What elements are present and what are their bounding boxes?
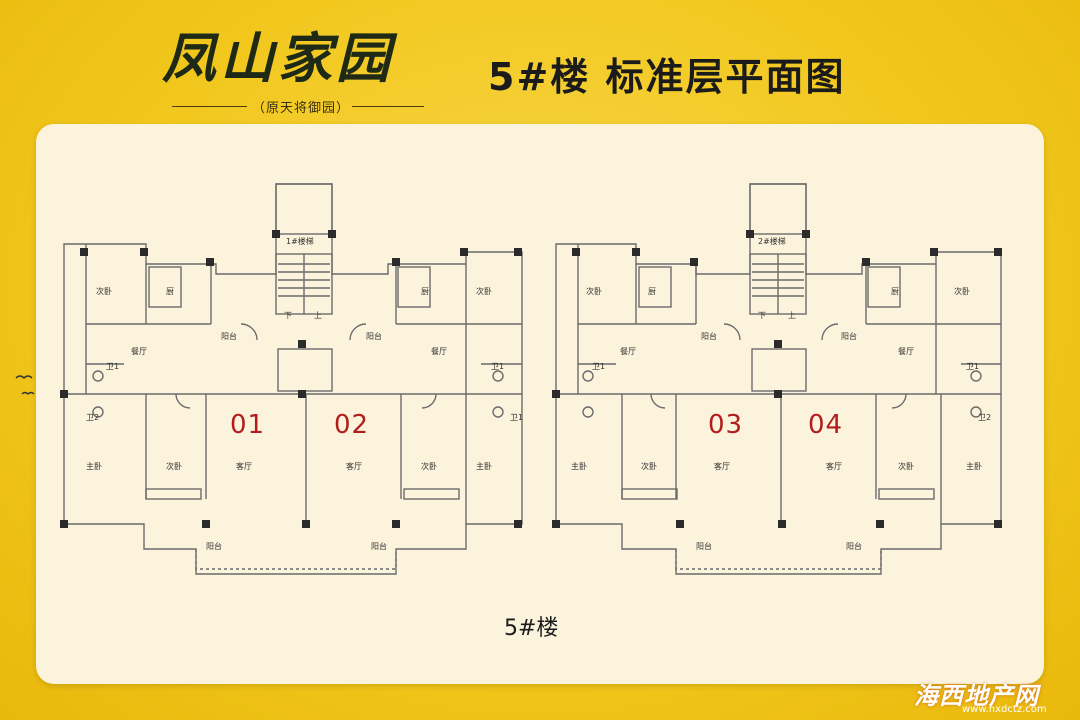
room-label-wc: 卫1: [966, 362, 979, 371]
room-label-dining: 餐厅: [620, 347, 636, 356]
logo-line-left: [172, 106, 247, 107]
room-label-living: 客厅: [346, 461, 362, 471]
room-label-master: 主卧: [86, 461, 102, 471]
room-label-balcony: 阳台: [846, 541, 862, 551]
room-label-master: 主卧: [966, 461, 982, 471]
logo-line-right: [352, 106, 424, 107]
room-label-stair: 1#楼梯: [286, 236, 314, 246]
floor-plan-panel: 次卧 厨 餐厅 主卧 次卧 客厅 阳台 阳台 卫1 卫2 1#楼梯 下 上 阳台…: [36, 124, 1044, 684]
room-label-balcony: 阳台: [206, 541, 222, 551]
room-label-up: 上: [788, 311, 796, 320]
room-label-up: 上: [314, 311, 322, 320]
floor-plan-drawing: 次卧 厨 餐厅 主卧 次卧 客厅 阳台 阳台 卫1 卫2 1#楼梯 下 上 阳台…: [60, 183, 1002, 575]
room-label-kitchen: 厨: [166, 287, 174, 296]
room-label-second-bedroom: 次卧: [421, 461, 437, 471]
unit-label-03: 03: [708, 410, 744, 440]
room-label-second-bedroom: 次卧: [166, 461, 182, 471]
room-label-second-bedroom: 次卧: [641, 461, 657, 471]
room-label-dining: 餐厅: [131, 347, 147, 356]
room-label-balcony: 阳台: [696, 541, 712, 551]
room-label-second-bedroom: 次卧: [898, 461, 914, 471]
room-label-balcony: 阳台: [701, 331, 717, 341]
room-label-balcony: 阳台: [841, 331, 857, 341]
room-label-wc: 卫1: [592, 362, 605, 371]
room-label-wc: 卫2: [86, 413, 99, 422]
bird-decoration: [15, 375, 35, 395]
room-label-dining: 餐厅: [898, 347, 914, 356]
room-label-wc: 卫1: [510, 413, 523, 422]
watermark-logo: 海西地产网: [914, 682, 1039, 710]
room-label-second-bedroom: 次卧: [954, 286, 970, 296]
unit-label-04: 04: [808, 410, 844, 440]
room-label-balcony: 阳台: [221, 331, 237, 341]
unit-label-02: 02: [334, 410, 370, 440]
building-caption: 5#楼: [504, 616, 559, 641]
page-title: 5#楼 标准层平面图: [488, 55, 846, 99]
watermark-url: www.hxdctz.com: [962, 704, 1047, 715]
room-label-stair: 2#楼梯: [758, 236, 786, 246]
room-label-master: 主卧: [476, 461, 492, 471]
room-label-master: 主卧: [571, 461, 587, 471]
room-label-dining: 餐厅: [431, 347, 447, 356]
room-label-living: 客厅: [236, 461, 252, 471]
room-label-second-bedroom: 次卧: [586, 286, 602, 296]
room-label-living: 客厅: [714, 461, 730, 471]
room-label-balcony: 阳台: [366, 331, 382, 341]
room-label-kitchen: 厨: [648, 287, 656, 296]
room-label-kitchen: 厨: [421, 287, 429, 296]
room-label-wc: 卫1: [106, 362, 119, 371]
room-label-kitchen: 厨: [891, 287, 899, 296]
room-label-second-bedroom: 次卧: [476, 286, 492, 296]
room-label-second-bedroom: 次卧: [96, 286, 112, 296]
room-label-wc: 卫1: [491, 362, 504, 371]
room-label-balcony: 阳台: [371, 541, 387, 551]
unit-label-01: 01: [230, 410, 266, 440]
room-label-wc: 卫2: [978, 413, 991, 422]
room-label-living: 客厅: [826, 461, 842, 471]
room-label-down: 下: [758, 311, 766, 320]
brand-subtitle: （原天将御园）: [252, 101, 351, 116]
brand-logo: 凤山家园: [162, 26, 394, 90]
room-label-down: 下: [284, 311, 292, 320]
